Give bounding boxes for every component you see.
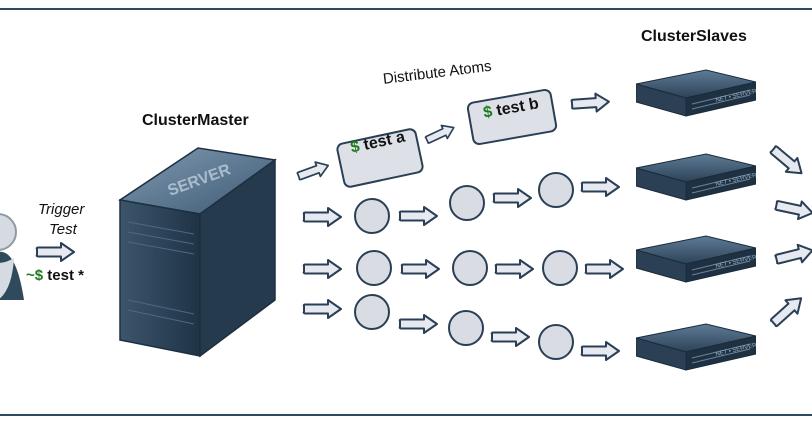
trigger-arrow-icon <box>35 241 76 263</box>
command-text: test * <box>47 267 84 284</box>
rack-server-icon <box>636 323 756 371</box>
row-3 <box>302 250 625 286</box>
row-2 <box>302 172 621 234</box>
command-prompt: ~$ <box>26 267 44 284</box>
rack-server-icon <box>636 235 756 283</box>
master-title: ClusterMaster <box>142 112 249 129</box>
command-line: ~$ test * <box>26 267 84 284</box>
row-1 <box>294 88 611 188</box>
top-rule <box>0 8 812 10</box>
slaves-title: ClusterSlaves <box>641 28 747 45</box>
bottom-rule <box>0 414 812 416</box>
atom-b-prompt: $ <box>482 103 494 122</box>
test-label: Test <box>49 221 77 238</box>
return-arrows <box>765 140 812 332</box>
row-4 <box>302 294 621 362</box>
rack-server-icon <box>636 153 756 201</box>
atom-box-b <box>466 88 558 146</box>
user-icon <box>0 213 24 300</box>
server-icon: SERVER <box>118 147 277 358</box>
rack-server-icon <box>636 69 756 117</box>
trigger-label: Trigger <box>38 201 85 218</box>
atom-box-a <box>336 128 424 188</box>
